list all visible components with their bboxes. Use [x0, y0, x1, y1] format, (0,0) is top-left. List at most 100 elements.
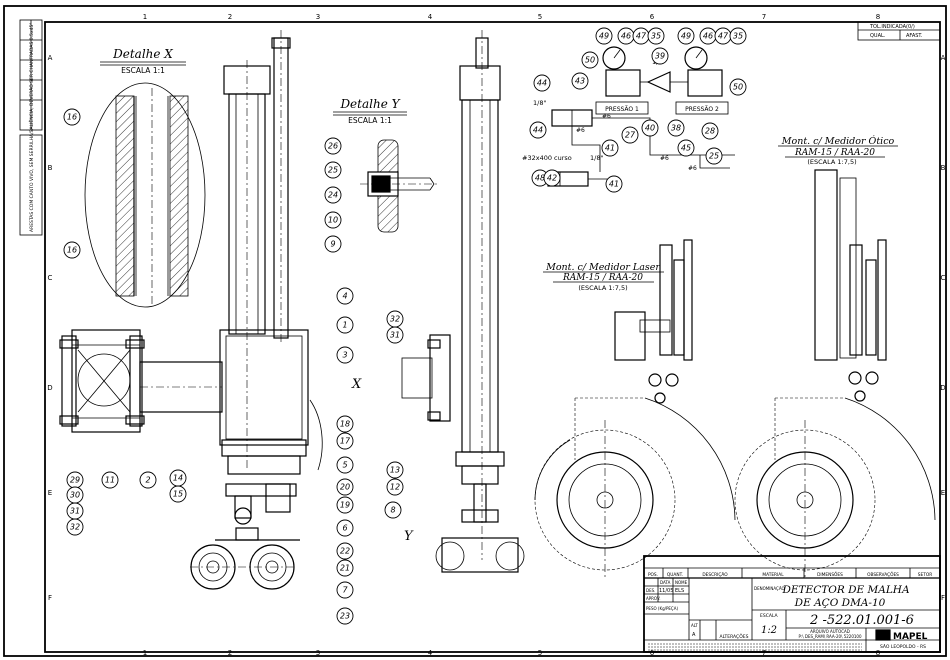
balloon-circle: [336, 496, 354, 514]
balloon-circle: [336, 607, 354, 625]
balloon-number: 47: [718, 32, 729, 41]
part-balloon: 50: [581, 51, 599, 69]
tb-date-label: DATA: [660, 580, 671, 585]
balloon-circle: [729, 78, 747, 96]
part-balloon: 31: [66, 502, 84, 520]
part-balloon: 26: [324, 137, 342, 155]
balloon-number: 29: [70, 476, 80, 485]
grid-col-label: 3: [316, 649, 320, 657]
grid-row-label: C: [941, 274, 946, 282]
balloon-number: 44: [537, 79, 547, 88]
balloon-number: 50: [733, 83, 743, 92]
balloon-number: 31: [70, 507, 80, 516]
part-balloon: 3: [336, 346, 354, 364]
balloon-number: 39: [655, 52, 665, 61]
balloon-circle: [386, 478, 404, 496]
part-balloon: 44: [533, 74, 551, 92]
balloon-circle: [601, 139, 619, 157]
tb-title-line2: DE AÇO DMA-10: [794, 597, 886, 609]
tb-column-header: QUANT.: [667, 572, 683, 578]
tb-alt-value: A: [692, 632, 696, 638]
balloon-number: 35: [651, 32, 661, 41]
grid-row-label: B: [941, 164, 946, 172]
balloon-circle: [384, 501, 402, 519]
pipe-six-a-label: #6: [576, 127, 585, 134]
tb-column-header: DIMENSÕES: [817, 571, 843, 578]
part-balloon: 27: [621, 126, 639, 144]
tb-denomination-label: DENOMINAÇÃO: [754, 586, 785, 591]
balloon-circle: [701, 122, 719, 140]
section-y-label: Y: [404, 529, 414, 544]
detail-y-scale: ESCALA 1:1: [348, 116, 392, 125]
part-balloon: 16: [63, 108, 81, 126]
part-balloon: 2: [139, 471, 157, 489]
grid-col-label: 1: [143, 13, 147, 21]
grid-row-label: D: [940, 384, 945, 392]
grid-row-label: C: [48, 274, 53, 282]
balloon-number: 50: [585, 56, 595, 65]
balloon-circle: [529, 121, 547, 139]
balloon-number: 42: [547, 174, 557, 183]
detail-x: Detalhe X ESCALA 1:1: [84, 47, 206, 308]
tb-city: SÃO LEOPOLDO - RS: [880, 643, 926, 650]
pressure-1-label: PRESSÃO 1: [605, 106, 639, 113]
tb-drawing-number: 2 -522.01.001-6: [809, 613, 914, 628]
balloon-circle: [336, 542, 354, 560]
balloon-circle: [647, 27, 665, 45]
part-balloon: 39: [651, 47, 669, 65]
tb-scale-label: ESCALA: [760, 613, 779, 619]
part-balloon: 11: [101, 471, 119, 489]
grid-row-label: F: [48, 594, 52, 602]
grid-col-label: 6: [650, 13, 655, 21]
balloon-number: 25: [328, 166, 338, 175]
part-balloon: 8: [384, 501, 402, 519]
grid-col-label: 8: [876, 13, 880, 21]
part-balloon: 32: [66, 518, 84, 536]
balloon-number: 17: [340, 437, 351, 446]
balloon-number: 5: [342, 461, 347, 470]
tb-name-label: NOME: [675, 580, 688, 585]
balloon-circle: [324, 186, 342, 204]
balloon-number: 22: [340, 547, 350, 556]
part-balloon: 23: [336, 607, 354, 625]
part-balloon: 18: [336, 415, 354, 433]
part-balloon: 15: [169, 485, 187, 503]
balloon-number: 32: [70, 523, 80, 532]
balloon-circle: [336, 287, 354, 305]
part-balloon: 9: [324, 235, 342, 253]
balloon-circle: [336, 316, 354, 334]
balloon-number: 41: [609, 180, 619, 189]
balloon-number: 25: [709, 152, 719, 161]
grid-row-label: B: [48, 164, 53, 172]
balloon-circle: [66, 518, 84, 536]
balloon-number: 19: [340, 501, 350, 510]
grid-col-label: 8: [876, 649, 880, 657]
balloon-number: 46: [621, 32, 631, 41]
section-x-label: X: [351, 377, 362, 392]
part-balloon: 19: [336, 496, 354, 514]
balloon-number: 1: [342, 321, 347, 330]
tb-scale-value: 1:2: [761, 625, 777, 636]
balloon-number: 38: [671, 124, 681, 133]
pneumatic-schematic: PRESSÃO 1 PRESSÃO 2 1/4" 1/8" 1/8" #6 #6…: [522, 46, 735, 187]
balloon-circle: [336, 581, 354, 599]
part-balloon: 25: [324, 161, 342, 179]
pressure-2-label: PRESSÃO 2: [685, 106, 719, 113]
part-balloon: 7: [336, 581, 354, 599]
balloon-circle: [621, 126, 639, 144]
mount-optic-title: Mont. c/ Medidor Ótico: [781, 135, 895, 147]
balloon-circle: [336, 456, 354, 474]
balloon-circle: [336, 519, 354, 537]
balloon-circle: [543, 169, 561, 187]
balloon-number: 49: [681, 32, 691, 41]
part-balloon: 32: [386, 310, 404, 328]
balloon-circle: [169, 485, 187, 503]
grid-row-label: E: [48, 489, 52, 497]
part-balloon: 24: [324, 186, 342, 204]
grid-col-label: 5: [538, 649, 542, 657]
balloon-circle: [336, 432, 354, 450]
balloon-circle: [139, 471, 157, 489]
part-balloon: 28: [701, 122, 719, 140]
